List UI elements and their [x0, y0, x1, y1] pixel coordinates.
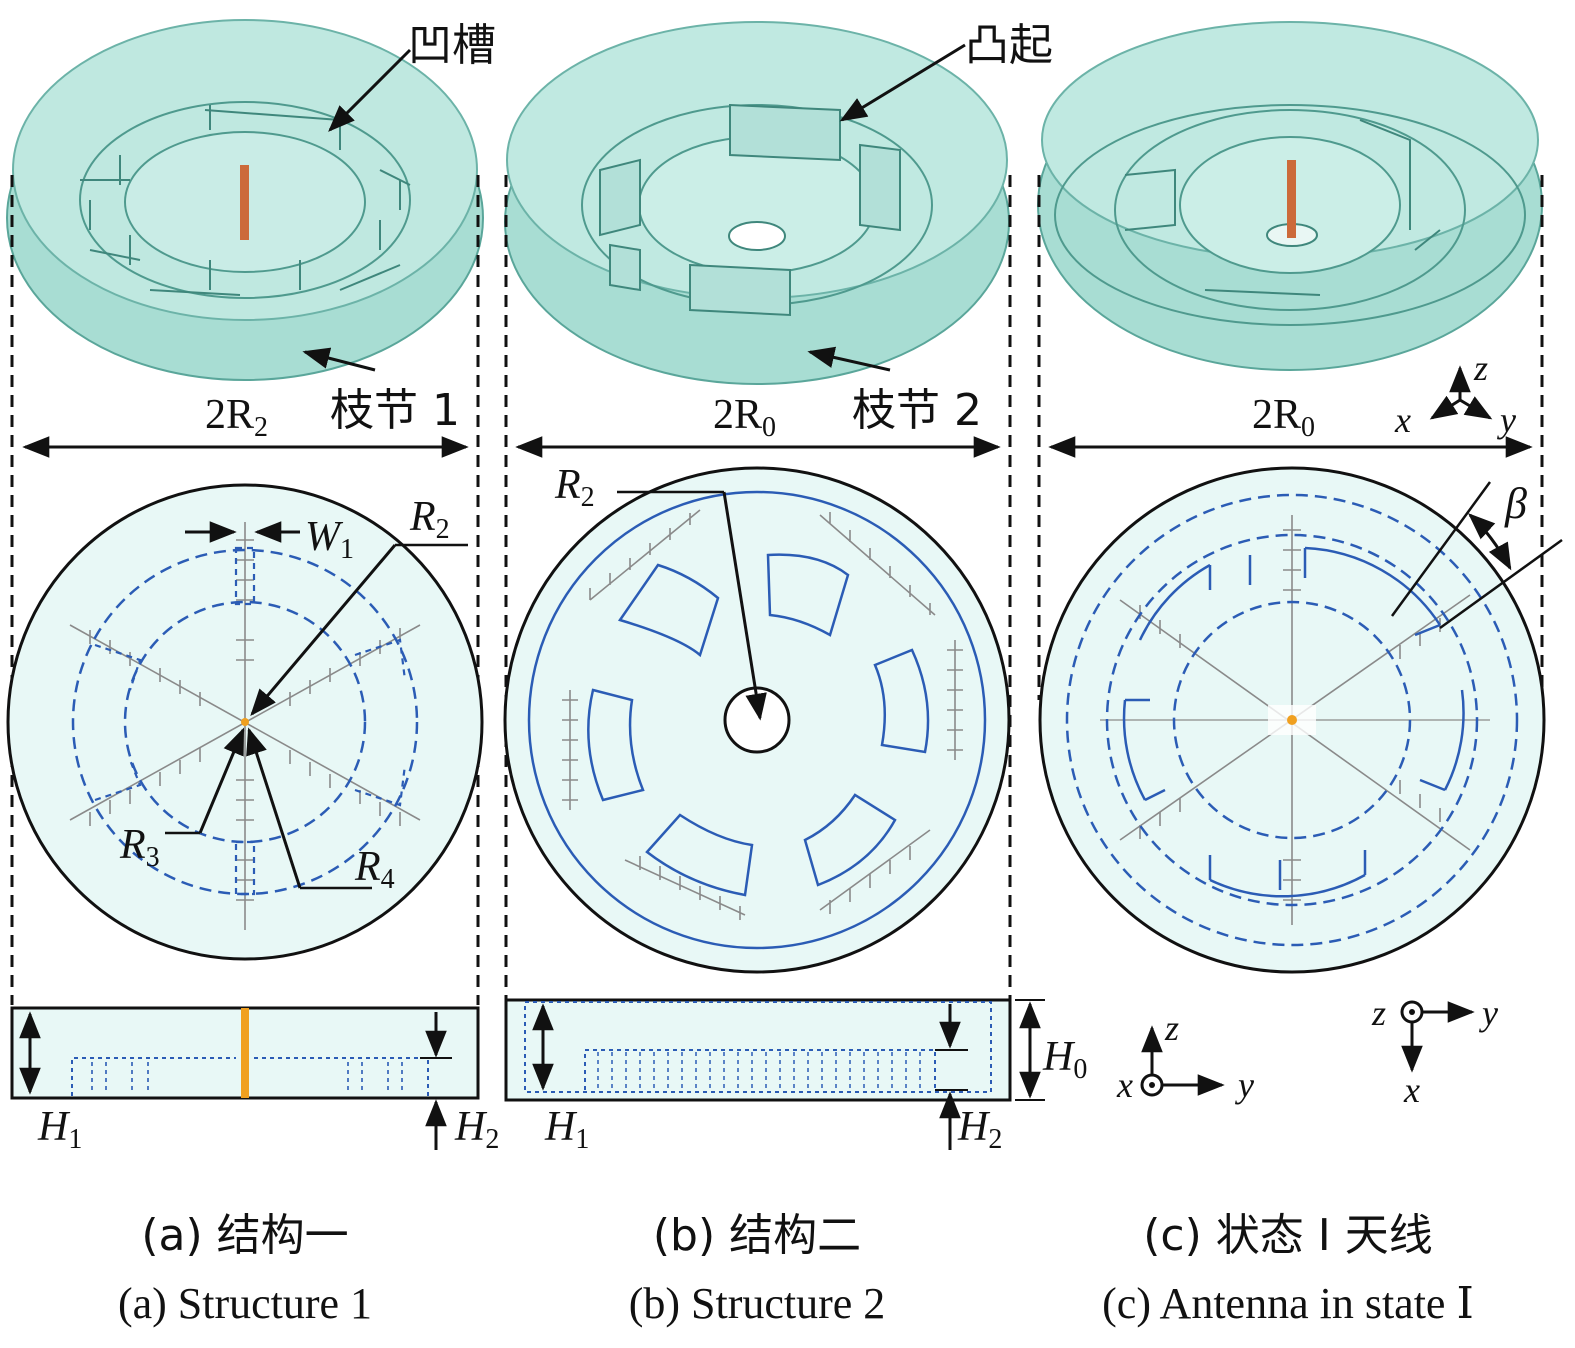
annotation-w1: W1	[185, 514, 354, 565]
annotation-r2-a: R2	[250, 494, 468, 717]
svg-text:2R0: 2R0	[713, 392, 776, 443]
callout-groove: 凹槽	[328, 20, 496, 132]
svg-text:枝节 1: 枝节 1	[330, 385, 460, 436]
iso-view-a	[6, 19, 484, 381]
dimension-2r2-a: 2R2	[22, 392, 469, 458]
svg-text:R4: R4	[354, 844, 395, 895]
annotation-beta: β	[1390, 479, 1563, 630]
svg-text:β: β	[1504, 479, 1527, 528]
top-view-b	[503, 466, 1011, 974]
svg-text:z: z	[1164, 1008, 1179, 1048]
feed-probe-3d-a	[240, 165, 249, 240]
svg-text:R2: R2	[554, 462, 595, 513]
dimension-2r0-b: 2R0	[515, 392, 1001, 458]
svg-text:y: y	[1497, 400, 1516, 440]
feed-probe-3d-c	[1287, 160, 1296, 238]
svg-text:凸起: 凸起	[965, 20, 1053, 71]
svg-text:x: x	[1394, 400, 1411, 440]
annotation-r2-b: R2	[554, 462, 767, 721]
caption-c-en: (c) Antenna in state Ⅰ	[1102, 1279, 1474, 1328]
side-view-b: H0 H1 H2	[504, 998, 1087, 1155]
svg-text:凹槽: 凹槽	[408, 20, 496, 71]
dimension-2r0-c: 2R0	[1048, 392, 1533, 458]
svg-text:R3: R3	[119, 822, 160, 873]
side-view-a: H1 H2	[10, 1006, 499, 1155]
top-view-a	[6, 483, 484, 961]
svg-text:H2: H2	[957, 1104, 1002, 1155]
grid-stubs-c	[1100, 515, 1490, 925]
side-axis-triad: z x y	[1116, 1008, 1254, 1105]
svg-text:H0: H0	[1042, 1034, 1087, 1085]
svg-text:2R0: 2R0	[1252, 392, 1315, 443]
svg-text:H2: H2	[454, 1104, 499, 1155]
svg-text:枝节 2: 枝节 2	[852, 385, 982, 436]
svg-text:x: x	[1403, 1070, 1420, 1110]
svg-text:R2: R2	[409, 494, 450, 545]
annotation-r4: R4	[246, 727, 395, 895]
svg-text:y: y	[1479, 993, 1498, 1033]
caption-a-cn: (a) 结构一	[141, 1210, 348, 1261]
feed-probe-side-a	[241, 1008, 249, 1098]
iso-axis-triad: z x y	[1394, 348, 1516, 440]
svg-text:W1: W1	[305, 514, 354, 565]
top-view-c	[1038, 466, 1546, 974]
iso-view-b	[504, 21, 1010, 385]
svg-text:H1: H1	[544, 1104, 589, 1155]
svg-text:x: x	[1116, 1065, 1133, 1105]
iso-view-c	[1037, 21, 1543, 371]
callout-stub-2: 枝节 2	[807, 346, 982, 436]
svg-text:2R2: 2R2	[205, 392, 268, 443]
top-axis-triad: z y x	[1371, 993, 1498, 1110]
coax-hole-3d	[728, 221, 786, 251]
svg-text:y: y	[1235, 1065, 1254, 1105]
caption-b-cn: (b) 结构二	[653, 1210, 861, 1261]
callout-bump: 凸起	[839, 20, 1053, 122]
caption-c-cn: (c) 状态 Ⅰ 天线	[1143, 1210, 1432, 1261]
caption-a-en: (a) Structure 1	[118, 1279, 372, 1328]
grid-stubs-b	[562, 509, 963, 920]
annotation-r3: R3	[119, 727, 245, 873]
svg-text:z: z	[1371, 993, 1386, 1033]
callout-stub-1: 枝节 1	[302, 347, 460, 436]
svg-text:z: z	[1473, 348, 1488, 388]
caption-b-en: (b) Structure 2	[629, 1279, 886, 1328]
guide-lines	[10, 175, 1544, 1005]
svg-text:H1: H1	[37, 1104, 82, 1155]
bump-sectors-b	[587, 553, 930, 897]
